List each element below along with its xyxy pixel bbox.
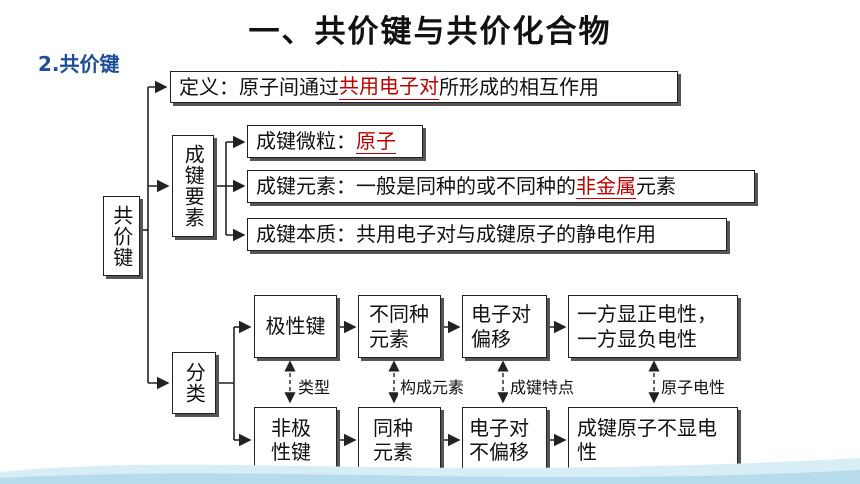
compare-elements-label: 构成元素 (398, 374, 467, 398)
nonpolar-property: 成键原子不显电性 (577, 415, 717, 464)
essence-box: 成键本质：共用电子对与成键原子的静电作用 (247, 218, 727, 251)
particle-box: 成键微粒：原子 (247, 125, 423, 158)
nonpolar-feature: 电子对不偏移 (469, 415, 529, 464)
polar-feature: 电子对偏移 (471, 302, 531, 351)
nonpolar-type: 非极性键 (271, 415, 311, 464)
polar-type: 极性键 (265, 314, 326, 339)
polar-property-box: 一方显正电性，一方显负电性 (568, 295, 738, 358)
polar-elements: 不同种元素 (369, 302, 429, 351)
definition-suffix: 所形成的相互作用 (439, 74, 599, 99)
classification-label: 分类 (182, 362, 207, 404)
particle-highlight: 原子 (356, 128, 396, 155)
polar-type-box: 极性键 (254, 295, 337, 358)
particle-prefix: 成键微粒： (256, 129, 356, 154)
elements-label: 成键要素 (181, 144, 206, 228)
section-subtitle: 2.共价键 (38, 52, 120, 76)
element-suffix: 元素 (636, 174, 676, 199)
compare-type-label: 类型 (296, 374, 333, 398)
nonpolar-property-box: 成键原子不显电性 (568, 407, 738, 473)
compare-feature-label: 成键特点 (508, 374, 577, 398)
nonpolar-elements-box: 同种元素 (358, 407, 441, 473)
polar-property: 一方显正电性，一方显负电性 (577, 302, 717, 351)
bottom-wave-decoration (0, 458, 860, 484)
definition-box: 定义：原子间通过共用电子对所形成的相互作用 (170, 71, 678, 103)
polar-elements-box: 不同种元素 (358, 295, 441, 358)
root-label: 共价键 (109, 204, 134, 268)
root-box: 共价键 (103, 196, 140, 276)
essence-text: 成键本质：共用电子对与成键原子的静电作用 (256, 222, 656, 247)
element-highlight: 非金属 (576, 173, 636, 200)
nonpolar-elements: 同种元素 (373, 415, 413, 464)
elements-label-box: 成键要素 (172, 135, 214, 237)
polar-feature-box: 电子对偏移 (462, 295, 547, 358)
definition-prefix: 定义：原子间通过 (179, 74, 339, 99)
nonpolar-type-box: 非极性键 (254, 407, 337, 473)
element-prefix: 成键元素：一般是同种的或不同种的 (256, 174, 576, 199)
compare-property-label: 原子电性 (659, 374, 728, 398)
element-box: 成键元素：一般是同种的或不同种的非金属元素 (247, 170, 755, 203)
definition-highlight: 共用电子对 (339, 74, 439, 100)
page-title: 一、共价键与共价化合物 (248, 14, 612, 50)
nonpolar-feature-box: 电子对不偏移 (462, 407, 547, 473)
classification-label-box: 分类 (172, 352, 216, 414)
